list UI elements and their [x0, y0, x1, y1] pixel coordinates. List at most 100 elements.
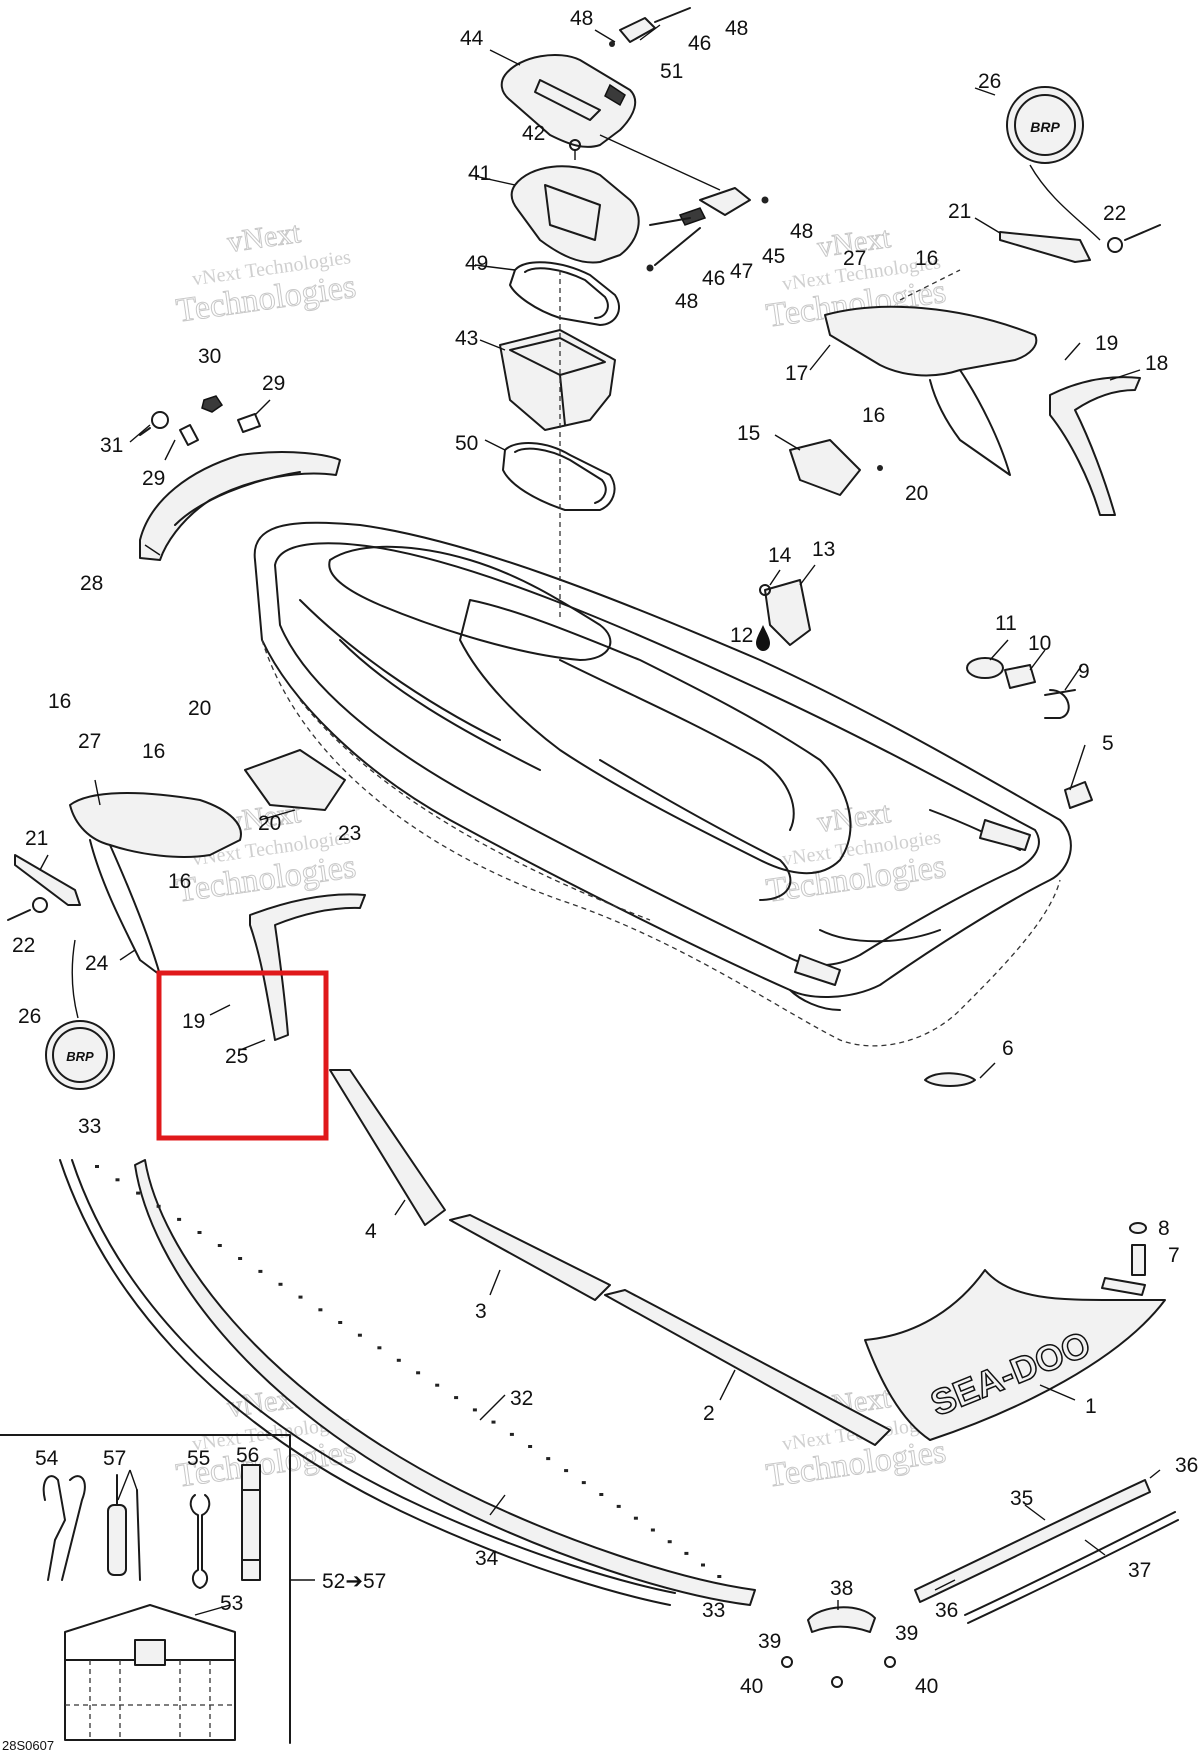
rivet-mark: [684, 1551, 689, 1555]
part-6-decal: [924, 1072, 976, 1087]
hull-deck: [253, 521, 1072, 1047]
part-21-trim-left: [14, 854, 81, 906]
rivet-mark: [278, 1282, 283, 1286]
part-2-mat-strip: [604, 1289, 891, 1446]
callout-48: 48: [570, 7, 593, 30]
callout-31: 31: [100, 434, 123, 457]
callout-17: 17: [785, 362, 808, 385]
callout-45: 45: [762, 245, 785, 268]
part-25-trim-strip-left: [249, 893, 366, 1041]
callout-48: 48: [790, 220, 813, 243]
callout-25: 25: [225, 1045, 248, 1068]
part-32-34-rub-rail-left: [59, 1159, 756, 1606]
part-49-gasket: [509, 261, 620, 326]
callout-39: 39: [895, 1622, 918, 1645]
rivet-mark: [616, 1504, 621, 1508]
callout-labels: 1 2 3 4 5 6 7 8 9 10 11 12 13 14 15 16 1…: [12, 7, 1198, 1698]
rivet-mark: [177, 1217, 182, 1221]
rivet-mark: [546, 1457, 551, 1461]
rivet-mark: [136, 1191, 141, 1195]
part-3-mat-strip: [449, 1214, 611, 1301]
spark-plug-wrench-icon: [241, 1464, 261, 1581]
callout-36: 36: [1175, 1454, 1198, 1477]
part-28-grab-handle: [139, 451, 341, 561]
callout-39: 39: [758, 1630, 781, 1653]
callout-29: 29: [262, 372, 285, 395]
part-44-storage-cover: [500, 54, 637, 148]
part-26-emblem-right: BRP: [1006, 86, 1101, 241]
callout-8: 8: [1158, 1217, 1170, 1240]
callout-3: 3: [475, 1300, 487, 1323]
callout-32: 32: [510, 1387, 533, 1410]
callout-54: 54: [35, 1447, 59, 1470]
watermark-text: vNext: [225, 216, 303, 259]
callout-22: 22: [1103, 202, 1126, 225]
callout-51: 51: [660, 60, 683, 83]
oil-drop-icon: [756, 625, 770, 651]
part-17-side-panel-right: [824, 269, 1038, 476]
callout-50: 50: [455, 432, 478, 455]
tool-pouch-icon: [64, 1604, 236, 1741]
rivet-mark: [156, 1204, 161, 1208]
callout-44: 44: [460, 27, 484, 50]
rivet-mark: [435, 1383, 440, 1387]
rivet-mark: [217, 1244, 222, 1247]
part-45-47-hinge: [646, 187, 769, 272]
rivet-mark: [509, 1432, 514, 1436]
callout-15: 15: [737, 422, 760, 445]
callout-14: 14: [768, 544, 792, 567]
rivet-mark: [701, 1563, 705, 1567]
callout-16: 16: [862, 404, 885, 427]
rivet-mark: [528, 1445, 533, 1448]
part-43-storage-bin: [499, 329, 616, 431]
callout-29: 29: [142, 467, 165, 490]
rivet-mark: [298, 1295, 303, 1299]
rivet-mark: [338, 1321, 343, 1324]
rivet-mark: [633, 1516, 638, 1520]
callout-16: 16: [915, 247, 938, 270]
part-26-emblem-left: BRP: [45, 939, 115, 1090]
part-7-8-fastener: [1101, 1222, 1147, 1296]
rivet-mark: [472, 1408, 477, 1412]
callout-38: 38: [830, 1577, 853, 1600]
callout-46: 46: [702, 267, 725, 290]
callout-34: 34: [475, 1547, 499, 1570]
rivet-mark: [197, 1231, 202, 1234]
part-24-side-panel-left: [69, 792, 242, 976]
watermark-top-left: vNext vNext Technologies Technologies: [174, 215, 359, 330]
callout-37: 37: [1128, 1559, 1151, 1582]
callout-20: 20: [258, 812, 281, 835]
highlight-box: [156, 970, 329, 1141]
part-41-glove-box: [510, 139, 640, 264]
rivet-mark: [650, 1528, 655, 1532]
rivet-mark: [667, 1540, 672, 1544]
callout-10: 10: [1028, 632, 1051, 655]
callout-11: 11: [995, 612, 1017, 635]
callout-16: 16: [142, 740, 165, 763]
callout-56: 56: [236, 1444, 259, 1467]
part-13-clip: [759, 579, 811, 646]
callout-49: 49: [465, 252, 488, 275]
callout-20: 20: [188, 697, 211, 720]
part-22-fastener-right: [1107, 224, 1161, 253]
callout-40: 40: [740, 1675, 763, 1698]
callout-48: 48: [725, 17, 748, 40]
callout-22: 22: [12, 934, 35, 957]
callout-40: 40: [915, 1675, 938, 1698]
rivet-mark: [396, 1358, 401, 1362]
rivet-mark: [717, 1575, 722, 1578]
rivet-mark: [491, 1420, 496, 1424]
callout-18: 18: [1145, 352, 1168, 375]
callout-12: 12: [730, 624, 753, 647]
callout-26: 26: [18, 1005, 41, 1028]
part-29-30-31-fasteners: [139, 395, 261, 446]
callout-43: 43: [455, 327, 478, 350]
drawing-code: 28S0607: [2, 1738, 54, 1753]
screwdriver-icon: [107, 1474, 141, 1581]
rivet-mark: [416, 1371, 421, 1375]
callout-46: 46: [688, 32, 711, 55]
callout-13: 13: [812, 538, 835, 561]
callout-57: 57: [103, 1447, 126, 1470]
callout-33: 33: [78, 1115, 101, 1138]
